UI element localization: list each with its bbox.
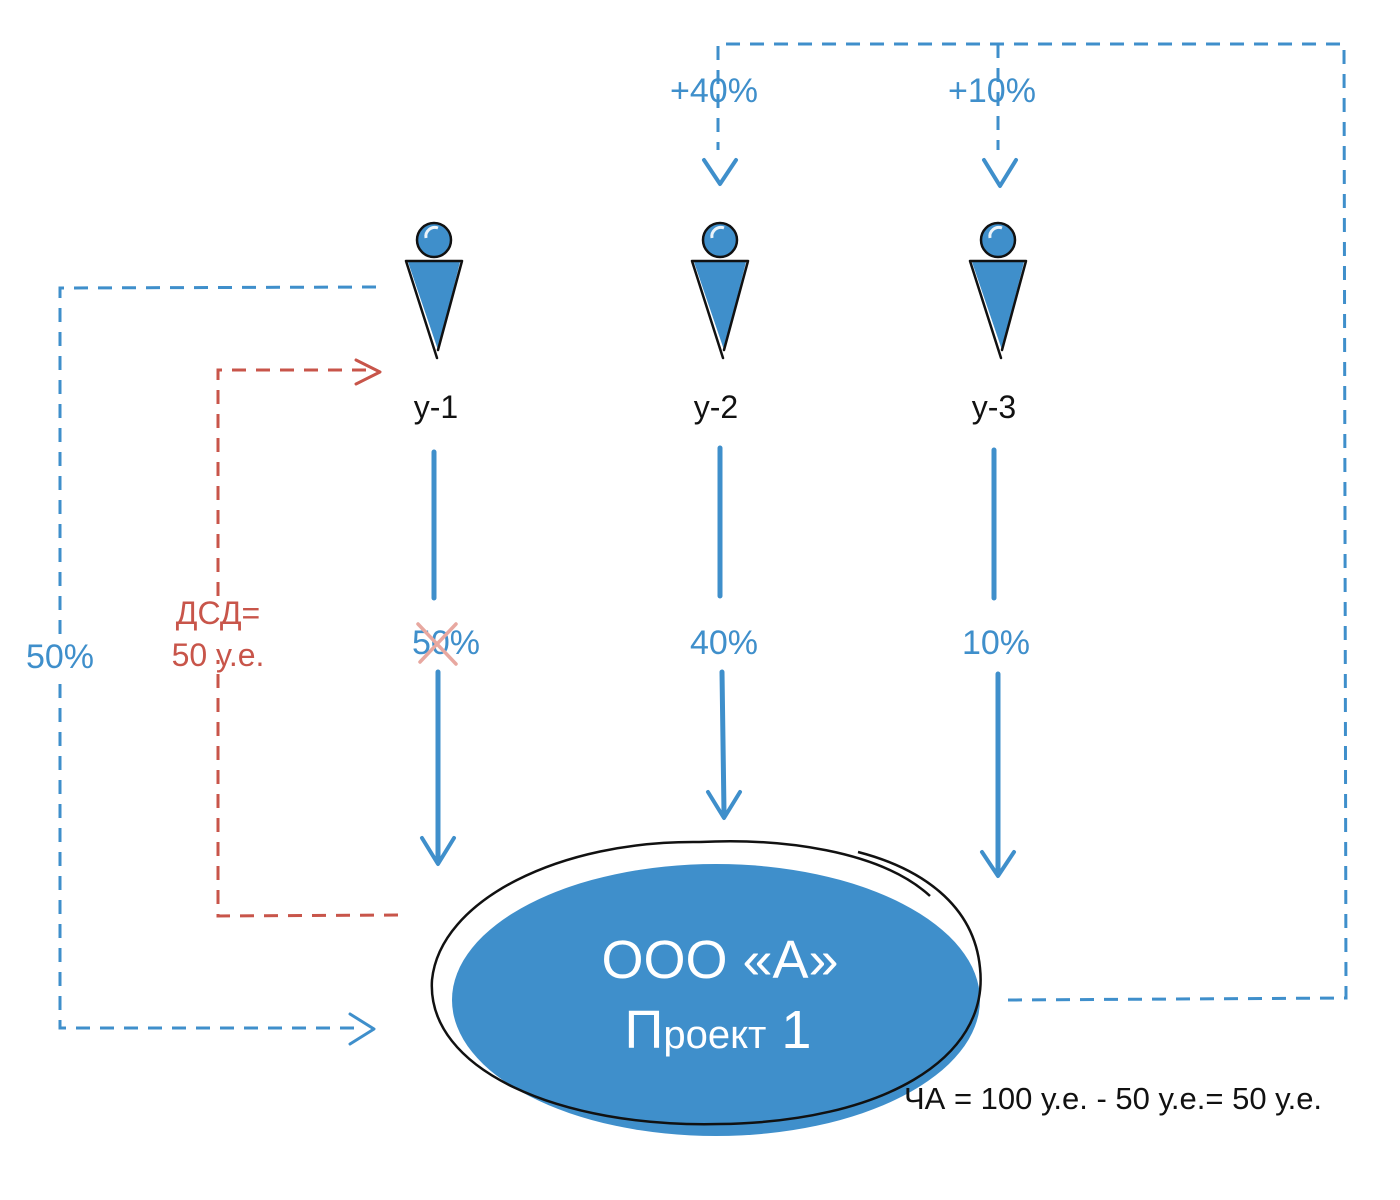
company-outline-overlap <box>699 840 931 897</box>
participant-share: 40% <box>690 624 758 662</box>
participant-u1: у-1 50% <box>404 221 480 866</box>
arrow-to-company-icon <box>348 1012 376 1046</box>
share-line-lower <box>719 669 727 815</box>
payout-loop: ДСД= 50 у.е. <box>172 358 399 918</box>
redistribution-label-u3: +10% <box>948 72 1036 110</box>
exit-share-loop: 50% <box>26 285 377 1046</box>
participant-label: у-1 <box>414 389 458 425</box>
company-name: ООО «А» <box>601 930 838 990</box>
payout-label-line1: ДСД= <box>176 595 260 631</box>
exit-share-label: 50% <box>26 638 94 676</box>
person-icon <box>690 221 750 360</box>
company-outline <box>430 840 982 1126</box>
cross-out-icon <box>416 622 458 666</box>
participant-label: у-3 <box>972 389 1016 425</box>
arrow-to-u1-icon <box>354 358 382 386</box>
exit-share-path-lower <box>58 684 360 1030</box>
arrow-down-icon <box>980 850 1016 878</box>
arrow-to-u2-icon <box>702 158 738 186</box>
person-icon <box>404 221 464 360</box>
redistribution-label-u2: +40% <box>670 72 758 110</box>
payout-path-lower <box>216 660 399 918</box>
arrow-to-u3-icon <box>982 158 1018 188</box>
participant-label: у-2 <box>694 389 738 425</box>
payout-label-line2: 50 у.е. <box>172 637 265 673</box>
person-icon <box>968 221 1028 360</box>
arrow-down-icon <box>420 836 456 866</box>
participant-u2: у-2 40% <box>690 221 758 820</box>
participant-u3: у-3 10% <box>962 221 1030 878</box>
participant-share: 10% <box>962 624 1030 662</box>
payout-path-upper <box>216 368 370 596</box>
redistribution-path <box>716 42 1348 1002</box>
arrow-down-icon <box>706 790 742 820</box>
company-node: ООО «А» Проект 1 <box>430 840 982 1136</box>
company-ellipse <box>452 864 980 1136</box>
net-assets-note: ЧА = 100 у.е. - 50 у.е.= 50 у.е. <box>904 1081 1322 1116</box>
exit-share-path-upper <box>58 285 377 640</box>
project-title: Проект 1 <box>625 1000 812 1060</box>
redistribution-loop: +40% +10% <box>670 42 1348 1002</box>
